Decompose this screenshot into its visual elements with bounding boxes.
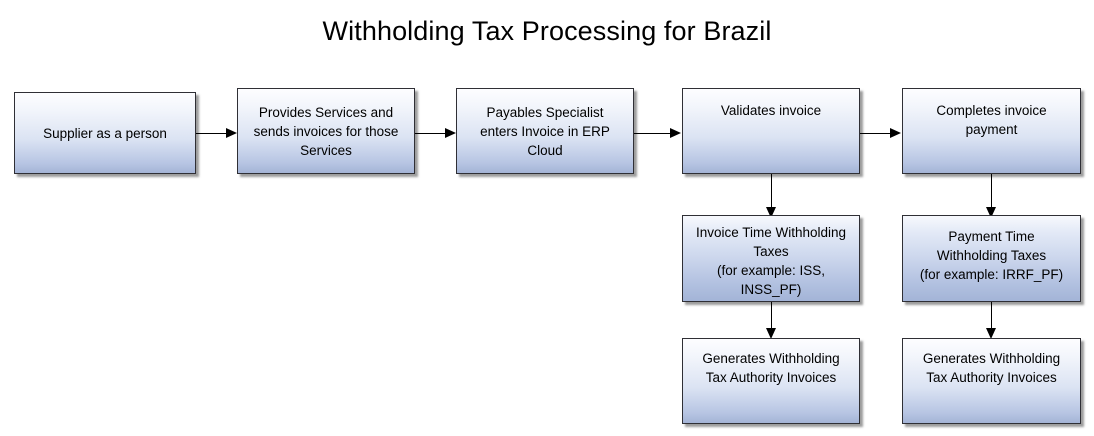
connector-validates-to-invoice-taxes xyxy=(771,174,772,212)
node-validates-invoice[interactable]: Validates invoice xyxy=(682,88,860,174)
node-payables-specialist[interactable]: Payables Specialist enters Invoice in ER… xyxy=(456,88,634,174)
node-supplier[interactable]: Supplier as a person xyxy=(14,92,196,174)
node-label: Generates Withholding Tax Authority Invo… xyxy=(702,351,840,385)
node-label: Generates Withholding Tax Authority Invo… xyxy=(922,351,1061,385)
node-invoice-time-taxes[interactable]: Invoice Time Withholding Taxes (for exam… xyxy=(682,215,860,302)
connector-payment-taxes-to-generates xyxy=(991,302,992,333)
node-label: Provides Services and sends invoices for… xyxy=(253,104,399,158)
node-completes-payment[interactable]: Completes invoice payment xyxy=(902,88,1081,174)
connector-completes-to-payment-taxes xyxy=(991,174,992,212)
node-provides-services[interactable]: Provides Services and sends invoices for… xyxy=(237,88,415,174)
arrowhead-completes-to-payment-taxes xyxy=(985,207,996,218)
arrowhead-invoice-taxes-to-generates xyxy=(765,328,776,339)
node-generates-invoices-right[interactable]: Generates Withholding Tax Authority Invo… xyxy=(902,338,1081,424)
connector-provides-to-payables xyxy=(415,133,447,134)
arrowhead-validates-to-invoice-taxes xyxy=(765,207,776,218)
node-label: Supplier as a person xyxy=(43,125,167,141)
node-payment-time-taxes[interactable]: Payment Time Withholding Taxes (for exam… xyxy=(902,215,1081,302)
node-label: Completes invoice payment xyxy=(936,103,1047,137)
node-generates-invoices-left[interactable]: Generates Withholding Tax Authority Invo… xyxy=(682,338,860,424)
node-label: Validates invoice xyxy=(720,103,822,118)
arrowhead-provides-to-payables xyxy=(445,127,456,138)
arrowhead-supplier-to-provides xyxy=(226,127,237,138)
page-title: Withholding Tax Processing for Brazil xyxy=(322,16,772,46)
arrowhead-validates-to-completes xyxy=(890,127,901,138)
arrowhead-payment-taxes-to-generates xyxy=(985,328,996,339)
connector-validates-to-completes xyxy=(860,133,892,134)
arrowhead-payables-to-validates xyxy=(670,127,681,138)
connector-invoice-taxes-to-generates xyxy=(771,302,772,333)
node-label: Invoice Time Withholding Taxes (for exam… xyxy=(695,225,847,297)
connector-supplier-to-provides xyxy=(196,133,228,134)
connector-payables-to-validates xyxy=(634,133,671,134)
node-label: Payment Time Withholding Taxes (for exam… xyxy=(919,229,1064,282)
node-label: Payables Specialist enters Invoice in ER… xyxy=(480,104,610,158)
